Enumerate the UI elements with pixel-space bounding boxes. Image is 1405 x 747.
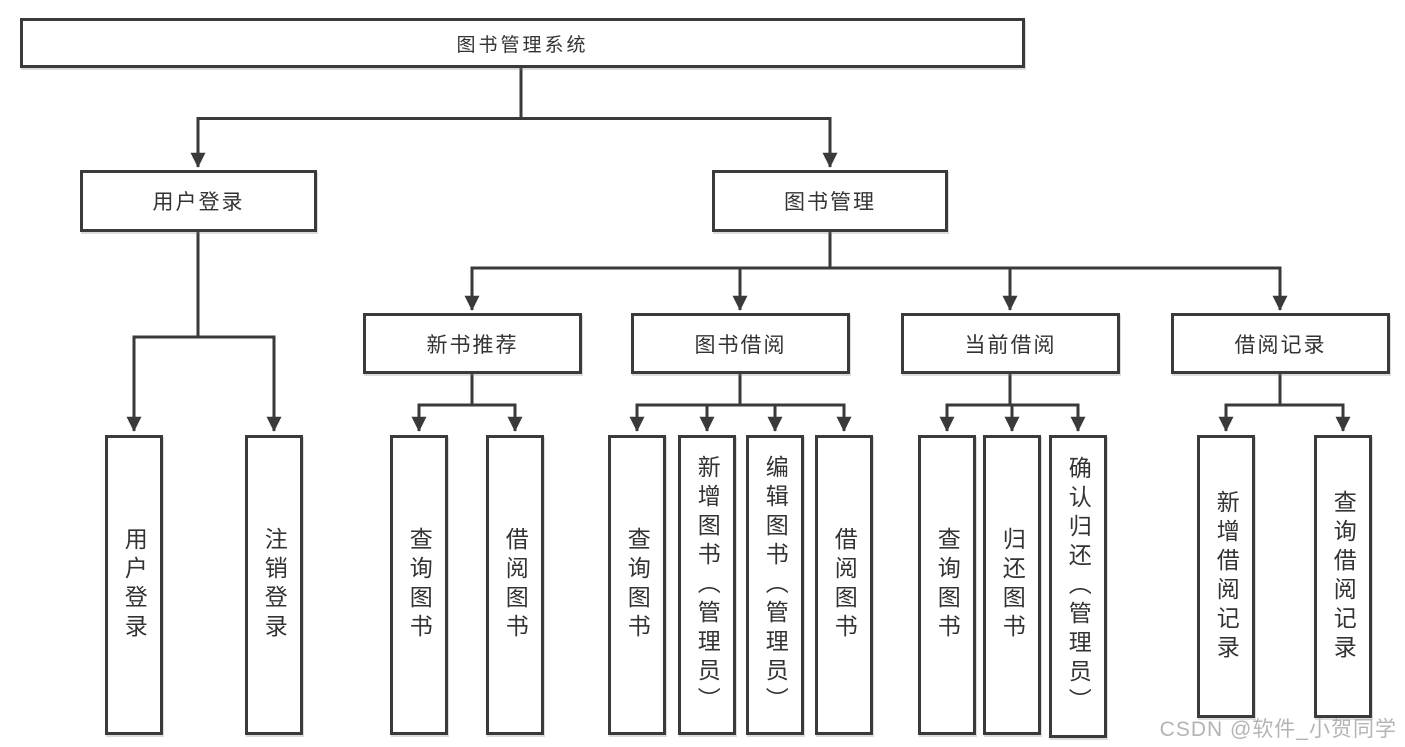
leaf-add-books-admin: 新增图书（管理员） bbox=[678, 435, 736, 735]
leaf-logout: 注销登录 bbox=[245, 435, 303, 735]
leaf-confirm-return-admin: 确认归还（管理员） bbox=[1049, 435, 1107, 738]
leaf-query-books-borrow-label: 查询图书 bbox=[624, 527, 651, 643]
leaf-add-borrow-record: 新增借阅记录 bbox=[1197, 435, 1255, 718]
leaf-borrow-books: 借阅图书 bbox=[815, 435, 873, 735]
leaf-query-books-current-label: 查询图书 bbox=[934, 527, 961, 643]
leaf-query-books-recommend-label: 查询图书 bbox=[406, 527, 433, 643]
node-new-book-recommend: 新书推荐 bbox=[363, 313, 582, 374]
leaf-query-borrow-record: 查询借阅记录 bbox=[1314, 435, 1372, 718]
watermark: CSDN @软件_小贺同学 bbox=[1159, 718, 1397, 741]
leaf-edit-books-admin-label: 编辑图书（管理员） bbox=[762, 454, 789, 716]
leaf-query-books-recommend: 查询图书 bbox=[390, 435, 448, 735]
node-new-book-recommend-label: 新书推荐 bbox=[426, 333, 519, 357]
connector-book-management-children bbox=[464, 231, 1288, 311]
leaf-borrow-books-recommend-label: 借阅图书 bbox=[502, 527, 529, 643]
node-borrow-records-label: 借阅记录 bbox=[1234, 333, 1327, 357]
connector-borrow-records-children bbox=[1218, 372, 1351, 432]
node-book-borrow-label: 图书借阅 bbox=[694, 333, 787, 357]
leaf-user-login: 用户登录 bbox=[105, 435, 163, 735]
leaf-borrow-books-recommend: 借阅图书 bbox=[486, 435, 544, 735]
node-current-borrow-label: 当前借阅 bbox=[964, 333, 1057, 357]
leaf-query-borrow-record-label: 查询借阅记录 bbox=[1330, 489, 1357, 664]
connector-current-borrow-children bbox=[939, 372, 1086, 432]
node-current-borrow: 当前借阅 bbox=[901, 313, 1120, 374]
node-book-borrow: 图书借阅 bbox=[631, 313, 850, 374]
leaf-confirm-return-admin-label: 确认归还（管理员） bbox=[1065, 456, 1092, 717]
leaf-add-books-admin-label: 新增图书（管理员） bbox=[694, 454, 721, 716]
leaf-return-books-label: 归还图书 bbox=[999, 527, 1026, 643]
connector-user-login-children bbox=[126, 231, 282, 432]
node-user-login-label: 用户登录 bbox=[152, 191, 245, 214]
leaf-logout-label: 注销登录 bbox=[261, 527, 288, 643]
leaf-query-books-current: 查询图书 bbox=[918, 435, 976, 735]
node-root-label: 图书管理系统 bbox=[456, 34, 589, 56]
node-book-management: 图书管理 bbox=[712, 170, 948, 232]
node-borrow-records: 借阅记录 bbox=[1171, 313, 1390, 374]
connector-book-borrow-children bbox=[629, 372, 852, 432]
leaf-query-books-borrow: 查询图书 bbox=[608, 435, 666, 735]
leaf-edit-books-admin: 编辑图书（管理员） bbox=[746, 435, 804, 735]
leaf-return-books: 归还图书 bbox=[983, 435, 1041, 735]
leaf-borrow-books-label: 借阅图书 bbox=[831, 527, 858, 643]
connector-root-to-level2 bbox=[190, 66, 838, 168]
leaf-add-borrow-record-label: 新增借阅记录 bbox=[1213, 489, 1240, 664]
leaf-user-login-label: 用户登录 bbox=[121, 527, 148, 643]
node-root: 图书管理系统 bbox=[20, 18, 1025, 68]
node-book-management-label: 图书管理 bbox=[784, 191, 876, 214]
node-user-login: 用户登录 bbox=[80, 170, 317, 232]
connector-new-book-children bbox=[411, 372, 523, 432]
